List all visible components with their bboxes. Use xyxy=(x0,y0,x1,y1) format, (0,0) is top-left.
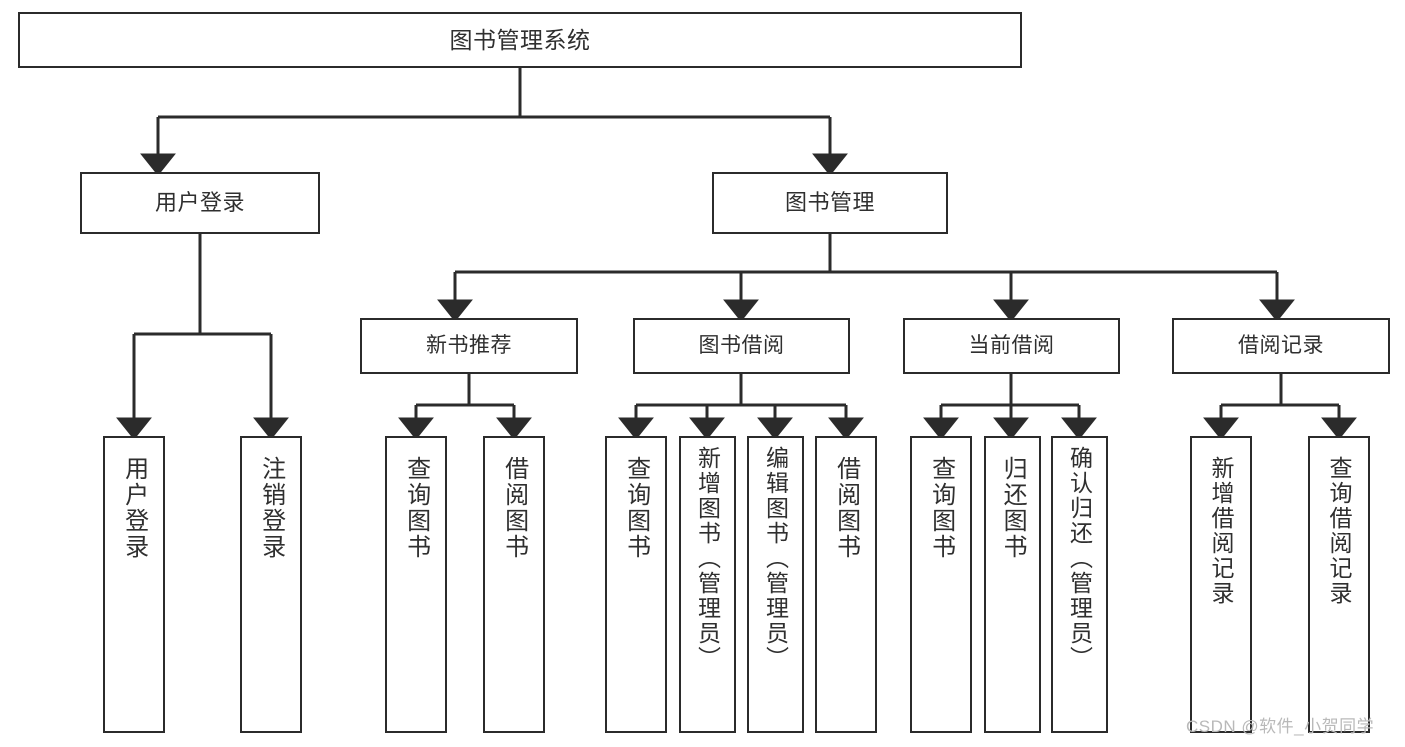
node-label: 图书借阅 xyxy=(698,333,785,357)
node-label: 新书推荐 xyxy=(426,333,512,357)
node-book-borrow[interactable]: 图书借阅 xyxy=(633,318,850,374)
node-label: 归还图书 xyxy=(999,456,1027,560)
node-label: 新增借阅记录 xyxy=(1208,456,1235,606)
leaf-edit-book-admin[interactable]: 编辑图书（管理员） xyxy=(747,436,804,733)
node-label: 图书管理 xyxy=(784,190,875,216)
node-label: 编辑图书（管理员） xyxy=(762,446,789,671)
node-label: 用户登录 xyxy=(120,456,148,560)
node-label: 借阅记录 xyxy=(1238,333,1324,357)
node-label: 查询借阅记录 xyxy=(1326,456,1353,606)
leaf-query-book-borrow[interactable]: 查询图书 xyxy=(605,436,667,733)
watermark-text: CSDN @软件_小贺同学 xyxy=(1186,717,1375,736)
node-label: 用户登录 xyxy=(154,190,245,216)
leaf-user-logout[interactable]: 注销登录 xyxy=(240,436,302,733)
node-label: 借阅图书 xyxy=(832,456,860,560)
leaf-query-book-current[interactable]: 查询图书 xyxy=(910,436,972,733)
node-label: 借阅图书 xyxy=(500,456,528,560)
leaf-add-book-admin[interactable]: 新增图书（管理员） xyxy=(679,436,736,733)
leaf-add-borrow-record[interactable]: 新增借阅记录 xyxy=(1190,436,1252,733)
node-new-book-recommend[interactable]: 新书推荐 xyxy=(360,318,578,374)
leaf-confirm-return-admin[interactable]: 确认归还（管理员） xyxy=(1051,436,1108,733)
node-label: 当前借阅 xyxy=(968,333,1055,357)
node-root[interactable]: 图书管理系统 xyxy=(18,12,1022,68)
leaf-borrow-book-recommend[interactable]: 借阅图书 xyxy=(483,436,545,733)
leaf-return-book[interactable]: 归还图书 xyxy=(984,436,1041,733)
node-label: 查询图书 xyxy=(927,456,955,560)
leaf-user-login[interactable]: 用户登录 xyxy=(103,436,165,733)
node-book-management[interactable]: 图书管理 xyxy=(712,172,948,234)
node-label: 图书管理系统 xyxy=(449,26,591,53)
leaf-borrow-book[interactable]: 借阅图书 xyxy=(815,436,877,733)
node-label: 确认归还（管理员） xyxy=(1066,446,1093,671)
leaf-query-book-recommend[interactable]: 查询图书 xyxy=(385,436,447,733)
node-borrow-records[interactable]: 借阅记录 xyxy=(1172,318,1390,374)
node-label: 新增图书（管理员） xyxy=(694,446,721,671)
node-label: 注销登录 xyxy=(257,456,285,560)
node-current-borrow[interactable]: 当前借阅 xyxy=(903,318,1120,374)
node-label: 查询图书 xyxy=(622,456,650,560)
node-label: 查询图书 xyxy=(402,456,430,560)
node-user-login[interactable]: 用户登录 xyxy=(80,172,320,234)
leaf-query-borrow-record[interactable]: 查询借阅记录 xyxy=(1308,436,1370,733)
